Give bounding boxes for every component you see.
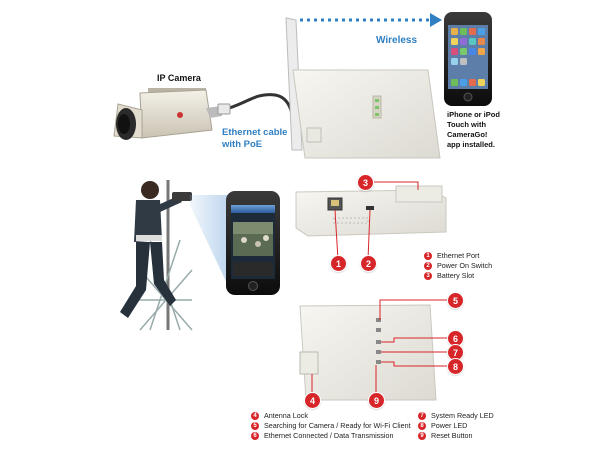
badge-reset-button: 9: [369, 393, 384, 408]
badge-ethernet-led: 6: [448, 331, 463, 346]
legend-text: Ethernet Port: [437, 251, 479, 260]
legend-number: 8: [418, 422, 426, 430]
iphone-note: iPhone or iPod Touch with CameraGo! app …: [447, 110, 500, 150]
iphone-note-line: iPhone or iPod: [447, 110, 500, 120]
legend-text: System Ready LED: [431, 411, 494, 420]
wireless-label: Wireless: [376, 35, 417, 46]
iphone-note-line: Touch with: [447, 120, 500, 130]
ip-camera-label: IP Camera: [157, 73, 201, 83]
legend-text: Reset Button: [431, 431, 473, 440]
legend-item-ethernet-connected: 6 Ethernet Connected / Data Transmission: [251, 431, 393, 440]
badge-system-ready-led: 7: [448, 345, 463, 360]
legend-number: 2: [424, 262, 432, 270]
iphone-note-line: app installed.: [447, 140, 500, 150]
badge-power-switch: 2: [361, 256, 376, 271]
legend-item-ethernet-port: 1 Ethernet Port: [424, 251, 479, 260]
view-beam: [190, 195, 230, 290]
ip-camera-illustration: [114, 88, 222, 140]
legend-text: Battery Slot: [437, 271, 474, 280]
legend-item-searching: 5 Searching for Camera / Ready for Wi-Fi…: [251, 421, 411, 430]
legend-text: Power LED: [431, 421, 467, 430]
legend-number: 7: [418, 412, 426, 420]
badge-battery-slot: 3: [358, 175, 373, 190]
legend-number: 6: [251, 432, 259, 440]
badge-antenna-lock: 4: [305, 393, 320, 408]
badge-searching-led: 5: [448, 293, 463, 308]
legend-number: 5: [251, 422, 259, 430]
technician-illustration: [120, 180, 192, 330]
legend-text: Antenna Lock: [264, 411, 308, 420]
legend-text: Power On Switch: [437, 261, 492, 270]
badge-power-led: 8: [448, 359, 463, 374]
legend-item-battery-slot: 3 Battery Slot: [424, 271, 474, 280]
iphone-top-illustration: [444, 12, 492, 106]
power-switch-icon: [366, 206, 374, 210]
legend-item-power-switch: 2 Power On Switch: [424, 261, 492, 270]
router-side-view: [296, 186, 446, 236]
legend-text: Ethernet Connected / Data Transmission: [264, 431, 393, 440]
legend-item-power-led: 8 Power LED: [418, 421, 467, 430]
ethernet-cable-label-line2: with PoE: [222, 139, 287, 151]
legend-number: 4: [251, 412, 259, 420]
legend-number: 3: [424, 272, 432, 280]
rj45-connector: [218, 104, 230, 114]
badge-ethernet-port: 1: [331, 256, 346, 271]
ethernet-cable-label-line1: Ethernet cable: [222, 127, 287, 139]
wireless-arrow-head: [430, 13, 442, 27]
legend-number: 1: [424, 252, 432, 260]
legend-item-reset-button: 9 Reset Button: [418, 431, 473, 440]
iphone-note-line: CameraGo!: [447, 130, 500, 140]
legend-number: 9: [418, 432, 426, 440]
legend-item-antenna-lock: 4 Antenna Lock: [251, 411, 308, 420]
legend-text: Searching for Camera / Ready for Wi-Fi C…: [264, 421, 411, 430]
iphone-live-view-illustration: [226, 191, 280, 295]
ethernet-cable-label: Ethernet cable with PoE: [222, 127, 287, 151]
legend-item-system-ready: 7 System Ready LED: [418, 411, 494, 420]
